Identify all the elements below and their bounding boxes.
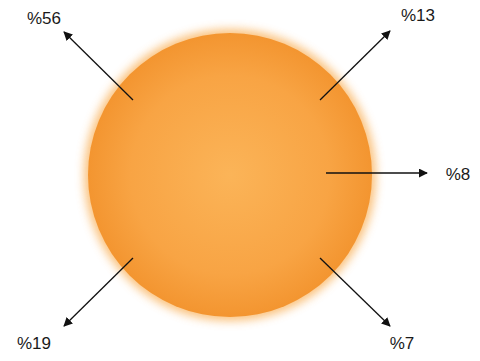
percent-label: %8 — [446, 166, 471, 183]
sun-glow — [84, 29, 376, 321]
percent-label: %56 — [27, 10, 61, 27]
radiation-arrow — [320, 258, 390, 326]
percent-label: %19 — [17, 335, 51, 352]
percent-label: %7 — [390, 335, 415, 352]
radiation-arrow — [64, 32, 133, 100]
radiation-arrow — [326, 172, 427, 173]
percent-label: %13 — [401, 7, 435, 24]
radiation-arrow — [320, 31, 390, 100]
radiation-arrow — [64, 258, 133, 326]
sun-disc — [88, 33, 372, 317]
